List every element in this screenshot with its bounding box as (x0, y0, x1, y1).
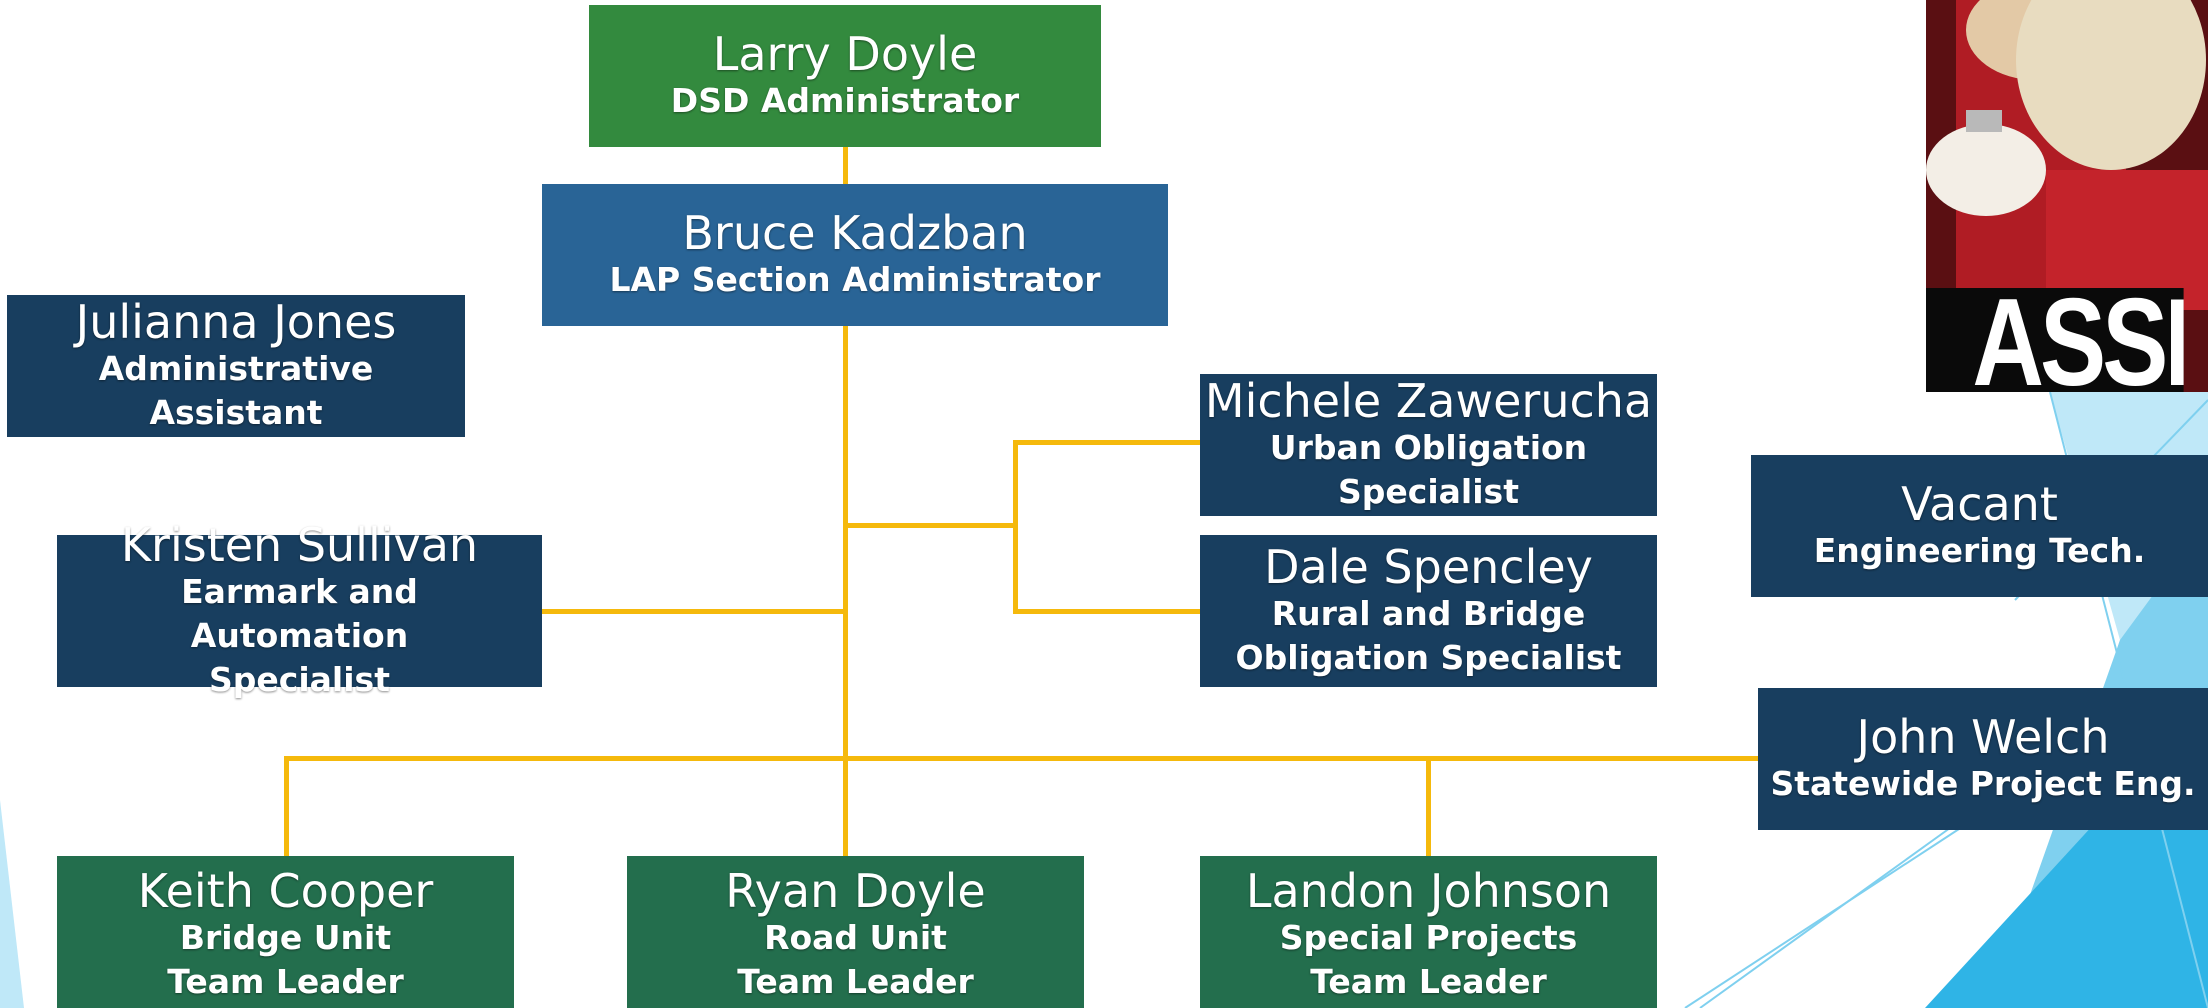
bruce-role: LAP Section Administrator (609, 260, 1101, 299)
larry-role: DSD Administrator (670, 81, 1020, 120)
john-name: John Welch (1856, 710, 2110, 764)
julianna-name: Julianna Jones (75, 295, 397, 349)
landon-name: Landon Johnson (1245, 864, 1612, 918)
decor-thin-line-4 (1699, 827, 1951, 1008)
box-ryan-doyle: Ryan Doyle Road Unit Team Leader (627, 856, 1084, 1008)
box-keith-cooper: Keith Cooper Bridge Unit Team Leader (57, 856, 514, 1008)
michele-role-line2: Specialist (1338, 472, 1519, 511)
meme-photo: ASSEM (1926, 0, 2208, 392)
landon-role-line2: Team Leader (1310, 962, 1547, 1001)
julianna-role-line2: Assistant (149, 393, 323, 432)
dale-name: Dale Spencley (1264, 540, 1593, 594)
box-landon-johnson: Landon Johnson Special Projects Team Lea… (1200, 856, 1657, 1008)
connector-main-trunk (843, 326, 848, 856)
connector-michele (1018, 440, 1200, 445)
box-john-welch: John Welch Statewide Project Eng. (1758, 688, 2208, 830)
keith-role-line1: Bridge Unit (179, 918, 392, 957)
connector-team-bar (284, 756, 1760, 761)
keith-name: Keith Cooper (137, 864, 434, 918)
box-kristen-sullivan: Kristen Sullivan Earmark and Automation … (57, 520, 542, 699)
julianna-role-line1: Administrative (98, 349, 374, 388)
landon-role-line1: Special Projects (1279, 918, 1578, 957)
kristen-role-line1: Earmark and Automation (181, 572, 418, 655)
box-bruce-kadzban: Bruce Kadzban LAP Section Administrator (542, 184, 1168, 326)
connector-kristen (542, 609, 843, 614)
connector-dale (1018, 609, 1200, 614)
michele-role-line1: Urban Obligation (1269, 428, 1588, 467)
photo-caption: ASSEM (1926, 288, 2184, 392)
dale-role-line2: Obligation Specialist (1235, 638, 1622, 677)
connector-specialist-vertical (1013, 440, 1018, 614)
box-larry-doyle: Larry Doyle DSD Administrator (589, 5, 1101, 147)
larry-name: Larry Doyle (712, 27, 978, 81)
box-michele-zawerucha: Michele Zawerucha Urban Obligation Speci… (1200, 374, 1657, 516)
connector-specialist-branch (848, 523, 1016, 528)
box-dale-spencley: Dale Spencley Rural and Bridge Obligatio… (1200, 535, 1657, 687)
ryan-name: Ryan Doyle (725, 864, 986, 918)
connector-keith (284, 761, 289, 856)
michele-name: Michele Zawerucha (1204, 374, 1653, 428)
dale-role-line1: Rural and Bridge (1271, 594, 1586, 633)
ryan-role-line1: Road Unit (764, 918, 947, 957)
kristen-role-line2: Specialist (209, 660, 390, 699)
decor-left-sliver (0, 800, 24, 1008)
keith-role-line2: Team Leader (167, 962, 404, 1001)
john-role: Statewide Project Eng. (1770, 764, 2196, 803)
vacant-name: Vacant (1901, 477, 2058, 531)
vacant-role: Engineering Tech. (1813, 531, 2146, 570)
connector-larry-bruce (843, 147, 848, 184)
box-vacant: Vacant Engineering Tech. (1751, 455, 2208, 597)
box-julianna-jones: Julianna Jones Administrative Assistant (7, 295, 465, 437)
bruce-name: Bruce Kadzban (682, 206, 1028, 260)
kristen-name: Kristen Sullivan (120, 518, 479, 572)
ryan-role-line2: Team Leader (737, 962, 974, 1001)
connector-landon (1426, 761, 1431, 856)
